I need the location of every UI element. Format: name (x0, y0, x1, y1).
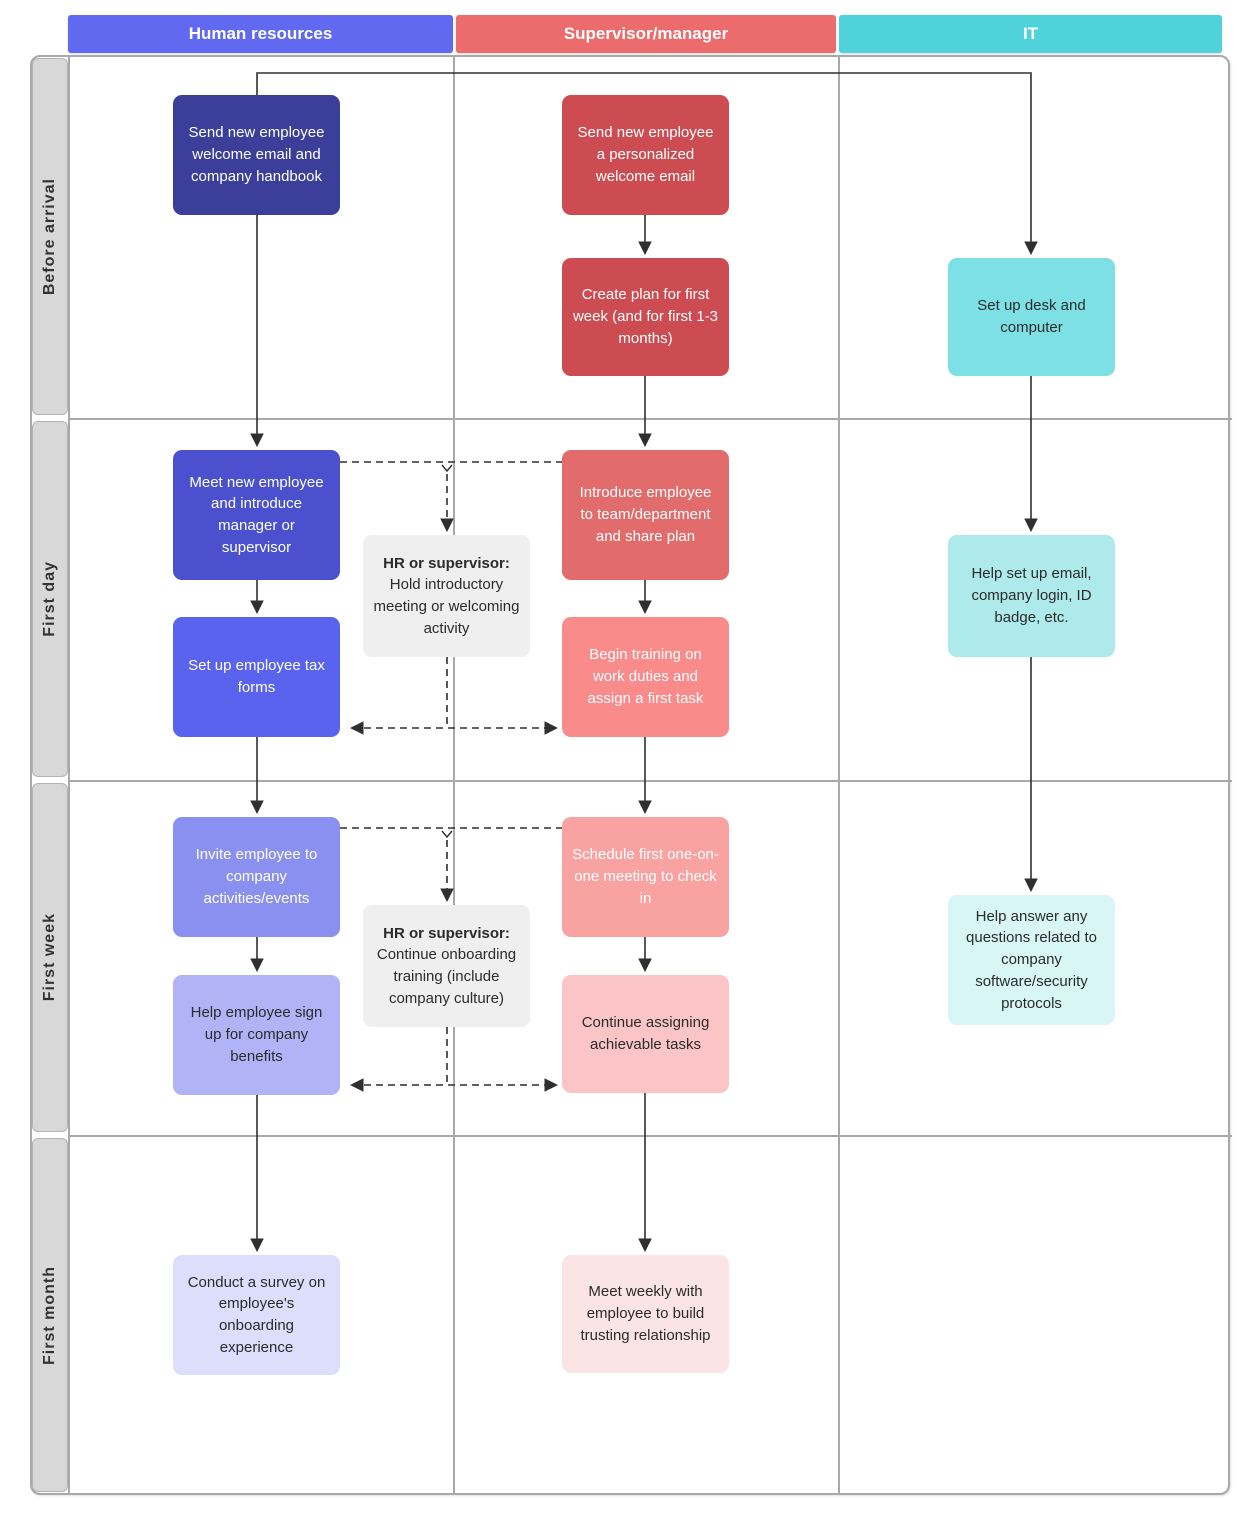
node-invite-company-activities: Invite employee to company activities/ev… (173, 817, 340, 937)
node-create-first-week-plan: Create plan for first week (and for firs… (562, 258, 729, 376)
node-answer-software-security-questions: Help answer any questions related to com… (948, 895, 1115, 1025)
node-continue-assigning-tasks: Continue assigning achievable tasks (562, 975, 729, 1093)
node-introduce-to-team: Introduce employee to team/department an… (562, 450, 729, 580)
node-begin-training: Begin training on work duties and assign… (562, 617, 729, 737)
lane-divider-1 (453, 55, 455, 1495)
node-conduct-survey: Conduct a survey on employee's onboardin… (173, 1255, 340, 1375)
node-setup-tax-forms: Set up employee tax forms (173, 617, 340, 737)
node-schedule-one-on-one: Schedule first one-on-one meeting to che… (562, 817, 729, 937)
note-body: Continue onboarding training (include co… (376, 946, 517, 1007)
lane-header-label: IT (1022, 24, 1039, 43)
lane-header-label: Supervisor/manager (563, 24, 729, 43)
node-setup-desk-computer: Set up desk and computer (948, 258, 1115, 376)
row-label-first-day: First day (32, 421, 68, 777)
lane-header-it: IT (839, 15, 1222, 53)
node-setup-email-login-badge: Help set up email, company login, ID bad… (948, 535, 1115, 657)
row-label-first-week: First week (32, 783, 68, 1132)
node-meet-new-employee: Meet new employee and introduce manager … (173, 450, 340, 580)
node-personalized-welcome-email: Send new employee a personalized welcome… (562, 95, 729, 215)
row-divider-1 (68, 418, 1232, 420)
row-divider-2 (68, 780, 1232, 782)
lane-header-label: Human resources (188, 24, 333, 43)
row-label-first-month: First month (32, 1138, 68, 1492)
note-body: Hold introductory meeting or welcoming a… (373, 576, 520, 637)
node-meet-weekly: Meet weekly with employee to build trust… (562, 1255, 729, 1373)
lane-header-supervisor-manager: Supervisor/manager (456, 15, 836, 53)
node-signup-benefits: Help employee sign up for company benefi… (173, 975, 340, 1095)
row-label-before-arrival: Before arrival (32, 58, 68, 415)
note-title: HR or supervisor: (383, 554, 510, 572)
lane-divider-2 (838, 55, 840, 1495)
note-title: HR or supervisor: (383, 924, 510, 942)
note-continue-onboarding-training: HR or supervisor: Continue onboarding tr… (363, 905, 530, 1027)
lane-header-human-resources: Human resources (68, 15, 453, 53)
row-divider-3 (68, 1135, 1232, 1137)
sidebar-divider (68, 55, 70, 1495)
note-hold-introductory-meeting: HR or supervisor: Hold introductory meet… (363, 535, 530, 657)
node-send-welcome-email-handbook: Send new employee welcome email and comp… (173, 95, 340, 215)
